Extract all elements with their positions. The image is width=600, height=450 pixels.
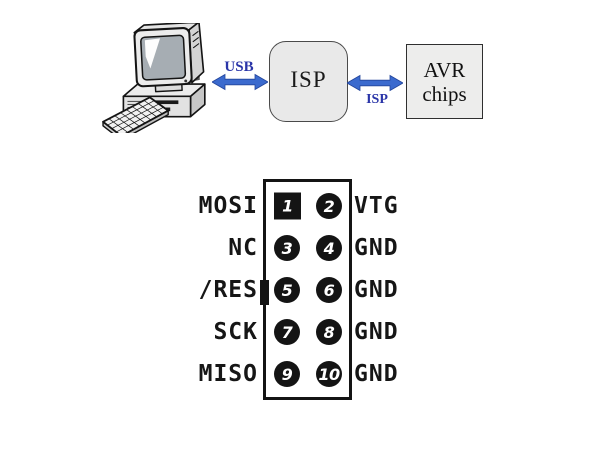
signal-label-res: /RES <box>198 277 258 303</box>
avr-box-label-line2: chips <box>422 81 467 106</box>
pin-6: 6 <box>316 277 342 303</box>
pin-7: 7 <box>274 319 300 345</box>
signal-label-nc: NC <box>228 235 258 261</box>
pin-4-number: 4 <box>323 238 335 258</box>
usb-label: USB <box>224 59 254 75</box>
pinout-connector: MOSI 1 2 VTG NC 3 4 GND /RES 5 6 GND SCK… <box>180 179 442 400</box>
isp-arrow-icon <box>347 74 403 92</box>
signal-label-vtg: VTG <box>354 193 399 219</box>
pin-2: 2 <box>316 193 342 219</box>
pin-6-number: 6 <box>323 280 335 300</box>
signal-label-gnd-2: GND <box>354 277 399 303</box>
pin-8-number: 8 <box>323 322 335 342</box>
computer-icon <box>102 23 206 133</box>
signal-label-sck: SCK <box>213 319 258 345</box>
signal-label-gnd-1: GND <box>354 235 399 261</box>
isp-box-label: ISP <box>290 66 327 92</box>
pin-8: 8 <box>316 319 342 345</box>
pin-4: 4 <box>316 235 342 261</box>
isp-box: ISP <box>269 41 348 122</box>
pin-1: 1 <box>274 192 301 220</box>
pin-5: 5 <box>274 277 300 303</box>
pin-9: 9 <box>274 361 300 387</box>
isp-arrow-label: ISP <box>366 92 388 107</box>
signal-label-mosi: MOSI <box>198 193 258 219</box>
pin-10: 10 <box>316 361 342 387</box>
pin-9-number: 9 <box>281 364 293 384</box>
connector-key-notch <box>260 280 269 305</box>
signal-label-gnd-3: GND <box>354 319 399 345</box>
pin-7-number: 7 <box>281 322 293 342</box>
pin-2-number: 2 <box>323 196 335 216</box>
pin-10-number: 10 <box>318 364 340 384</box>
pin-1-number: 1 <box>282 196 293 216</box>
signal-label-gnd-4: GND <box>354 361 399 387</box>
usb-arrow-icon <box>212 73 268 91</box>
avr-chips-box: AVR chips <box>406 44 483 119</box>
pin-3: 3 <box>274 235 300 261</box>
avr-box-label-line1: AVR <box>423 57 466 82</box>
pin-3-number: 3 <box>281 238 293 258</box>
pin-5-number: 5 <box>281 280 293 300</box>
signal-label-miso: MISO <box>198 361 258 387</box>
